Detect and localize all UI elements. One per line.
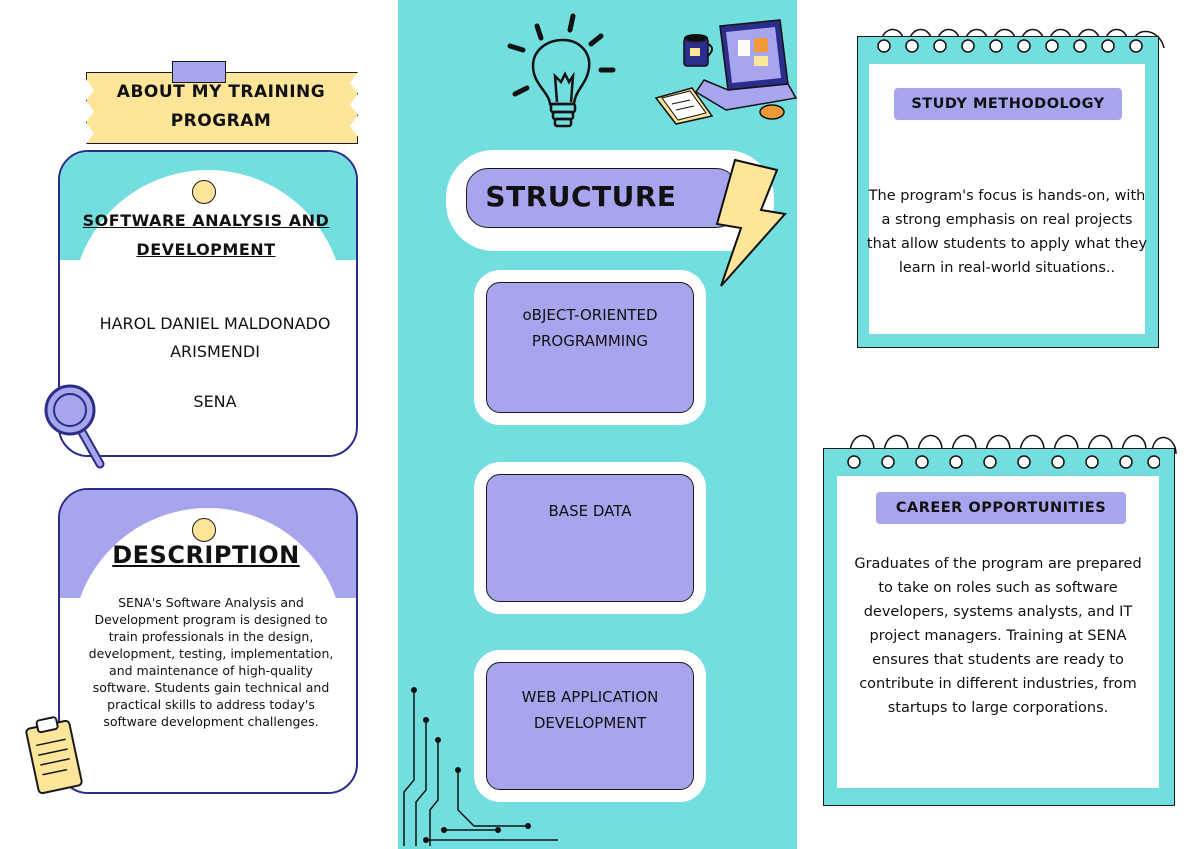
- circle-icon: [192, 180, 216, 204]
- description-title: DESCRIPTION: [112, 541, 300, 569]
- career-title: CAREER OPPORTUNITIES: [895, 500, 1107, 516]
- structure-item-label: WEB APPLICATION DEVELOPMENT: [521, 688, 659, 732]
- structure-item: [474, 270, 706, 425]
- career-text: Graduates of the program are prepared to…: [854, 556, 1142, 716]
- structure-item-label: BASE DATA: [548, 502, 632, 520]
- structure-item-label: oBJECT-ORIENTED PROGRAMMING: [522, 306, 658, 350]
- structure-item: [474, 462, 706, 614]
- lightning-icon: [715, 158, 787, 287]
- career-title-bg: [876, 492, 1126, 524]
- structure-title: STRUCTURE: [485, 180, 677, 213]
- study-title-bg: [894, 88, 1122, 120]
- about-title: ABOUT MY TRAINING PROGRAM: [116, 82, 326, 131]
- study-text: The program's focus is hands-on, with a …: [866, 188, 1148, 276]
- laptop-icon: [654, 19, 798, 125]
- spiral-holes: [847, 455, 1160, 469]
- clipboard-icon: [25, 716, 83, 795]
- program-title: SOFTWARE ANALYSIS AND DEVELOPMENT: [82, 211, 330, 259]
- structure-item: [474, 650, 706, 802]
- career-paper: [837, 476, 1159, 788]
- institution-name: SENA: [193, 392, 237, 411]
- structure-title-bg: [466, 168, 738, 228]
- student-name: HAROL DANIEL MALDONADO ARISMENDI: [99, 314, 331, 361]
- tape-decoration: [172, 61, 226, 83]
- spiral-holes: [877, 39, 1143, 53]
- circle-icon: [192, 518, 216, 542]
- description-text: SENA's Software Analysis and Development…: [88, 595, 334, 729]
- magnifier-icon: [44, 384, 105, 469]
- lightbulb-icon: [507, 13, 616, 128]
- study-title: STUDY METHODOLOGY: [911, 96, 1105, 112]
- circuit-decoration: [403, 687, 558, 846]
